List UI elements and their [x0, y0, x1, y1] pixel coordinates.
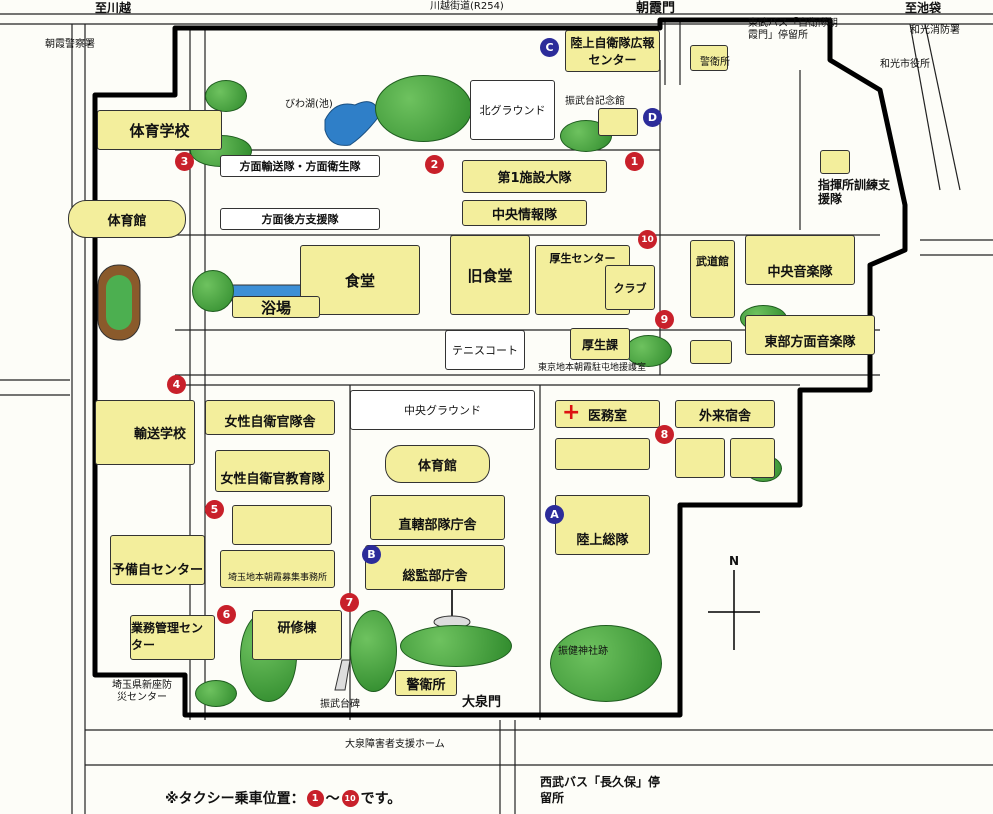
footnote-marker-1: 1: [306, 790, 324, 807]
road-label-route254: 川越街道(R254): [430, 1, 504, 12]
building-east-annex: [690, 340, 732, 364]
bus-stop-top-label: 東武バス「自衛隊朝霞門」停留所: [748, 18, 838, 41]
building-hq-direct: 直轄部隊庁舎: [370, 495, 505, 540]
compass-north-label: N: [729, 554, 740, 568]
building-medical-annex: [555, 438, 650, 470]
building-old-dining: 旧食堂: [450, 235, 530, 315]
taxi-marker-7: 7: [340, 593, 359, 612]
building-dining: 食堂: [300, 245, 420, 315]
building-gym-top: 体育館: [68, 200, 186, 238]
taxi-marker-1: 1: [625, 152, 644, 171]
building-gsdf-hq: 陸上総隊: [555, 495, 650, 555]
police-station-label: 朝霞警察署: [45, 39, 95, 50]
location-marker-d: D: [643, 108, 662, 127]
taxi-marker-5: 5: [205, 500, 224, 519]
tree-cluster: [350, 610, 397, 692]
building-gym-mid: 体育館: [385, 445, 490, 483]
building-club: クラブ: [605, 265, 655, 310]
building-welfare-section: 厚生課: [570, 328, 630, 360]
monument-label: 振武台碑: [320, 699, 360, 710]
building-logistics: 方面後方支援隊: [220, 208, 380, 230]
road-label-ikebukuro: 至池袋: [905, 1, 942, 15]
disaster-center-label: 埼玉県新座防災センター: [112, 680, 172, 703]
location-marker-b: B: [362, 545, 381, 564]
building-medical: 医務室: [555, 400, 660, 428]
building-central-intel: 中央情報隊: [462, 200, 587, 226]
taxi-marker-2: 2: [425, 155, 444, 174]
building-guest-lodge: 外来宿舎: [675, 400, 775, 428]
building-pr-center: 陸上自衛隊広報センター: [565, 30, 660, 72]
building-transport-medical: 方面輸送隊・方面衛生隊: [220, 155, 380, 177]
building-business-center: 業務管理センター: [130, 615, 215, 660]
red-cross-icon: +: [562, 400, 581, 425]
footnote-suffix: です。: [360, 790, 402, 807]
building-eastern-band: 東部方面音楽隊: [745, 315, 875, 355]
building-bath: 浴場: [232, 296, 320, 318]
city-office-label: 和光市役所: [880, 59, 930, 70]
road-label-kawagoe: 至川越: [95, 1, 132, 15]
building-lodge-annex-a: [675, 438, 725, 478]
tokyo-office-label: 東京地本朝霞駐屯地援護室: [538, 363, 647, 373]
building-women-annex: [232, 505, 332, 545]
footnote-prefix: ※タクシー乗車位置：: [165, 790, 305, 807]
taxi-marker-8: 8: [655, 425, 674, 444]
building-transport-school: 輸送学校: [95, 400, 195, 465]
tree-cluster: [192, 270, 234, 312]
taxi-marker-3: 3: [175, 152, 194, 171]
taxi-marker-9: 9: [655, 310, 674, 329]
building-saitama-recruit: 埼玉地本朝霞募集事務所: [220, 550, 335, 588]
taxi-marker-6: 6: [217, 605, 236, 624]
tree-cluster: [205, 80, 247, 112]
guard-top-label: 警衛所: [700, 57, 730, 68]
location-marker-a: A: [545, 505, 564, 524]
taxi-footnote: ※タクシー乗車位置： 1 ～ 10 です。: [165, 790, 401, 807]
footnote-marker-10: 10: [341, 790, 359, 807]
building-facility-battalion: 第1施設大隊: [462, 160, 607, 193]
fire-station-label: 和光消防署: [910, 25, 960, 36]
taxi-marker-4: 4: [167, 375, 186, 394]
bus-stop-bottom-label: 西武バス「長久保」停留所: [540, 775, 661, 805]
tennis-court: テニスコート: [445, 330, 525, 370]
tree-cluster: [550, 625, 662, 702]
memorial-label: 振武台記念館: [565, 96, 625, 107]
shrine-label: 振健神社跡: [558, 646, 608, 657]
building-memorial: [598, 108, 638, 136]
building-lodge-annex-b: [730, 438, 775, 478]
building-women-training: 女性自衛官教育隊: [215, 450, 330, 492]
location-marker-c: C: [540, 38, 559, 57]
building-guard-top: [690, 45, 728, 71]
south-gate-label: 大泉門: [462, 695, 502, 710]
building-training: 研修棟: [252, 610, 342, 660]
tree-cluster: [400, 625, 512, 667]
building-general-hq: 総監部庁舎: [365, 545, 505, 590]
building-women-barracks: 女性自衛官隊舎: [205, 400, 335, 435]
command-post-label: 指揮所訓練支援隊: [818, 178, 891, 207]
building-guard-bottom: 警衛所: [395, 670, 457, 696]
taxi-marker-10: 10: [638, 230, 657, 249]
north-ground: 北グラウンド: [470, 80, 555, 140]
central-ground: 中央グラウンド: [350, 390, 535, 430]
tree-cluster: [375, 75, 472, 142]
building-command-post: [820, 150, 850, 174]
north-gate-label: 朝霞門: [636, 1, 676, 16]
building-reserve-center: 予備自センター: [110, 535, 205, 585]
footnote-separator: ～: [325, 790, 340, 807]
building-pe-school: 体育学校: [97, 110, 222, 150]
welfare-home-label: 大泉障害者支援ホーム: [345, 739, 445, 750]
tree-cluster: [195, 680, 237, 707]
biwa-pond-label: びわ湖(池): [285, 99, 333, 110]
building-central-band: 中央音楽隊: [745, 235, 855, 285]
building-budokan: 武道館: [690, 240, 735, 318]
